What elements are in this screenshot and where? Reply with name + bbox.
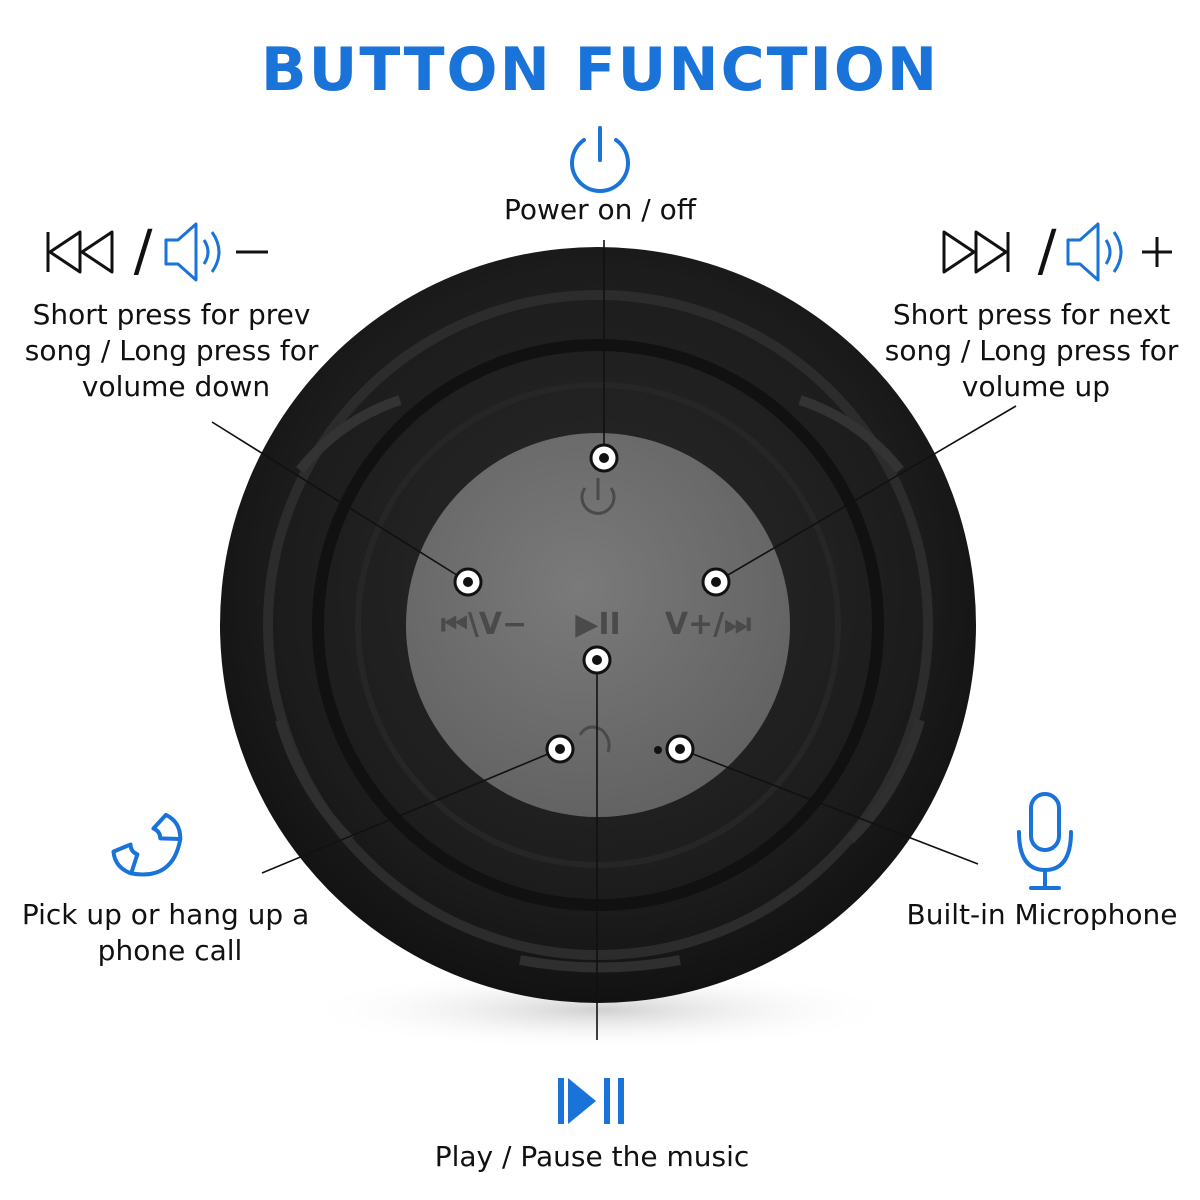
control-panel: ⏮\V− ▶II V+/⏭ [406, 433, 790, 817]
callout-microphone: Built-in Microphone [906, 792, 1178, 931]
phone-description: Pick up or hang up a phone call [22, 898, 318, 967]
leader-microphone [679, 748, 979, 865]
next-track-icon [942, 230, 1010, 274]
marker-microphone[interactable] [665, 734, 695, 764]
next-line-1: Short press for next [893, 298, 1170, 331]
panel-power-icon [580, 478, 616, 515]
prev-line-3: volume down [82, 370, 270, 403]
prev-description: Short press for prev song / Long press f… [25, 298, 328, 403]
page-title: BUTTON FUNCTION [261, 35, 939, 105]
phone-line-1: Pick up or hang up a [22, 898, 309, 931]
phone-line-2: phone call [98, 934, 243, 967]
leader-prev [211, 421, 469, 583]
volume-up-icon [1066, 222, 1172, 282]
leader-lines [211, 240, 1017, 1040]
callout-play-pause: Play / Pause the music [435, 1078, 750, 1173]
speaker-shadow [300, 970, 900, 1050]
leader-next [715, 405, 1017, 583]
panel-mic-hole [654, 746, 662, 754]
next-line-2: song / Long press for [885, 334, 1179, 367]
marker-phone[interactable] [545, 734, 575, 764]
volume-down-icon [164, 222, 268, 282]
previous-track-icon [46, 230, 114, 274]
panel-phone-icon [578, 725, 611, 753]
marker-next[interactable] [701, 567, 731, 597]
callout-phone: Pick up or hang up a phone call [22, 812, 318, 967]
callout-power: Power on / off [504, 126, 697, 226]
panel-play-pause-label: ▶II [575, 607, 620, 642]
microphone-icon [1017, 792, 1073, 890]
play-pause-label: Play / Pause the music [435, 1140, 750, 1173]
callout-next: / Short press for next song / Long press… [885, 219, 1188, 403]
power-label: Power on / off [504, 193, 697, 226]
power-icon [570, 126, 630, 193]
marker-play-pause[interactable] [582, 645, 612, 675]
phone-icon [111, 812, 183, 877]
callout-prev: / Short press for prev song / Long press… [25, 219, 328, 403]
prev-line-1: Short press for prev [33, 298, 311, 331]
prev-line-2: song / Long press for [25, 334, 319, 367]
marker-power[interactable] [589, 443, 619, 473]
panel-prev-volume-label: ⏮\V− [441, 607, 527, 642]
play-pause-icon [558, 1078, 624, 1124]
marker-prev[interactable] [453, 567, 483, 597]
panel-next-volume-label: V+/⏭ [665, 607, 751, 642]
prev-separator: / [134, 219, 153, 284]
next-line-3: volume up [962, 370, 1110, 403]
next-description: Short press for next song / Long press f… [885, 298, 1188, 403]
leader-phone [261, 748, 561, 874]
microphone-label: Built-in Microphone [906, 898, 1177, 931]
next-separator: / [1038, 219, 1057, 284]
